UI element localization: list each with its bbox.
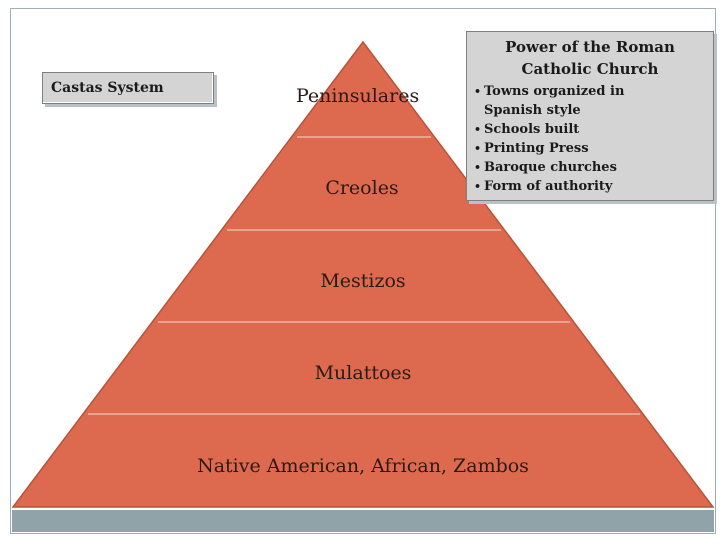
castas-system-label-box: Castas System bbox=[42, 72, 214, 104]
church-bullet-list: • Towns organized in Spanish style • Sch… bbox=[467, 82, 713, 196]
bullet-icon: • bbox=[474, 142, 482, 155]
church-power-box: Power of the Roman Catholic Church • Tow… bbox=[466, 31, 714, 201]
church-bullet-text: Schools built bbox=[484, 122, 580, 137]
slide-frame bbox=[10, 8, 716, 534]
bullet-icon: • bbox=[474, 161, 482, 174]
tier-label-native-african-zambos: Native American, African, Zambos bbox=[197, 455, 529, 477]
bullet-icon: • bbox=[474, 123, 482, 136]
church-bullet-item: • Printing Press bbox=[474, 139, 713, 158]
church-bullet-text: Form of authority bbox=[484, 179, 613, 194]
church-bullet-text-continued: Spanish style bbox=[484, 103, 581, 118]
pyramid-shape bbox=[11, 40, 715, 508]
castas-system-label: Castas System bbox=[51, 80, 164, 96]
church-bullet-item: • Form of authority bbox=[474, 177, 713, 196]
tier-label-mulattoes: Mulattoes bbox=[314, 362, 412, 384]
church-bullet-item: • Towns organized in Spanish style bbox=[474, 82, 713, 120]
church-title-line-1: Power of the Roman bbox=[505, 38, 675, 56]
church-bullet-item: • Baroque churches bbox=[474, 158, 713, 177]
church-title-line-2: Catholic Church bbox=[521, 60, 659, 78]
bullet-icon: • bbox=[474, 85, 482, 98]
church-bullet-item: • Schools built bbox=[474, 120, 713, 139]
church-bullet-text: Printing Press bbox=[484, 141, 589, 156]
tier-label-mestizos: Mestizos bbox=[320, 270, 406, 292]
tier-label-creoles: Creoles bbox=[325, 177, 399, 199]
church-box-title: Power of the Roman Catholic Church bbox=[467, 36, 713, 80]
tier-label-peninsulares: Peninsulares bbox=[296, 85, 420, 107]
church-bullet-text: Towns organized in bbox=[484, 84, 625, 99]
bottom-bar bbox=[12, 510, 714, 532]
church-bullet-text: Baroque churches bbox=[484, 160, 617, 175]
bullet-icon: • bbox=[474, 180, 482, 193]
